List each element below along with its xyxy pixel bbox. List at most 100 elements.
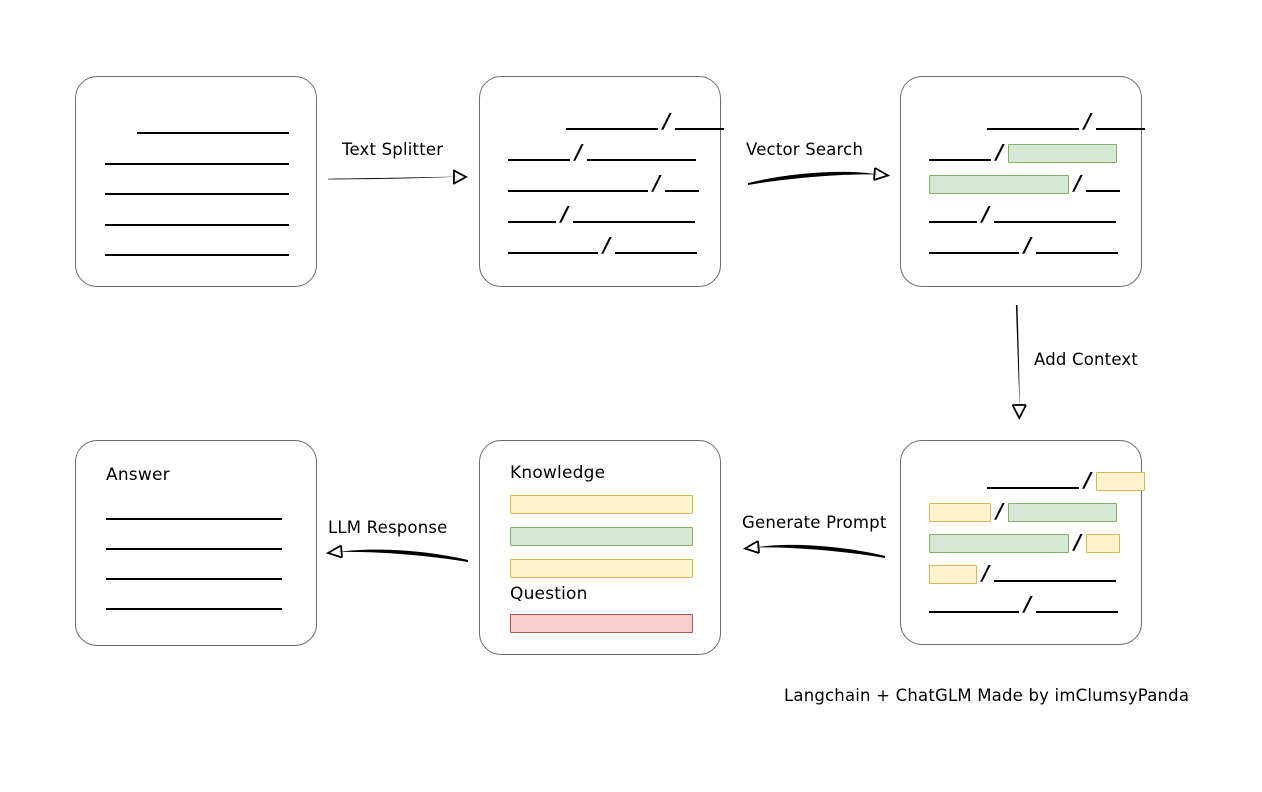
arrow-label-text-splitter: Text Splitter [342,140,444,159]
knowledge-bar-row [510,494,693,514]
line-segment [106,563,282,581]
segment-slash: / [1024,591,1032,616]
line-segment [508,206,556,224]
prompt-question-heading: Question [510,584,588,604]
doc-line: / [929,560,1117,585]
line-segment [994,565,1117,583]
doc-line [105,178,289,196]
segment-slash: / [982,201,990,226]
line-segment-highlight-yellow [929,502,991,522]
line-segment-highlight-green [1008,502,1118,522]
doc-line [106,593,282,611]
line-segment [1096,113,1146,131]
line-segment [105,178,289,196]
line-segment [573,206,696,224]
line-segment [105,239,289,257]
line-segment [508,175,648,193]
knowledge-bar-yellow [510,494,693,514]
line-segment [106,503,282,521]
knowledge-bar-green [510,526,693,546]
knowledge-bar-row [510,558,693,578]
knowledge-bar-yellow [510,558,693,578]
matched-chunks-box: / / / / / [900,76,1146,287]
line-segment [675,113,725,131]
line-segment [615,237,698,255]
line-segment [929,596,1019,614]
credit-text: Langchain + ChatGLM Made by imClumsyPand… [784,686,1190,705]
answer-box: Answer [75,440,317,646]
doc-line [105,209,289,227]
context-added-box: / / / / / [900,440,1146,645]
doc-line: / [929,591,1119,616]
doc-line [106,533,282,551]
segment-slash: / [575,139,583,164]
arrow-shaft-right-icon [748,167,891,185]
line-segment [929,144,991,162]
segment-slash: / [982,560,990,585]
arrow-text-splitter: Text Splitter [328,140,468,195]
arrow-shaft-left-icon [742,540,885,558]
line-segment [106,593,282,611]
line-segment [137,117,289,135]
line-segment [587,144,697,162]
line-segment [987,472,1079,490]
doc-line: / [929,170,1121,195]
source-document-box [75,76,317,287]
doc-line: / [929,108,1146,133]
line-segment-highlight-green [929,533,1069,553]
doc-line: / [929,529,1121,554]
prompt-box: Knowledge Question [479,440,721,655]
arrow-shaft-left-icon [325,544,468,562]
line-segment [105,209,289,227]
segment-slash: / [561,201,569,226]
doc-line: / [508,108,725,133]
doc-line: / [929,139,1118,164]
arrow-llm-response: LLM Response [322,518,470,573]
line-segment [508,237,598,255]
doc-line: / [929,232,1119,257]
arrow-label-add-context: Add Context [1034,350,1139,369]
line-segment [106,533,282,551]
line-segment [1086,175,1121,193]
line-segment-highlight-green [1008,143,1118,163]
segment-slash: / [1084,108,1092,133]
line-segment-highlight-yellow [1096,471,1146,491]
doc-line: / [508,232,698,257]
segment-slash: / [996,139,1004,164]
doc-line [106,503,282,521]
knowledge-bar-row [510,526,693,546]
segment-slash: / [603,232,611,257]
question-bar-row [510,613,693,633]
line-segment [665,175,700,193]
prompt-knowledge-heading: Knowledge [510,463,606,483]
arrow-label-vector-search: Vector Search [746,140,864,159]
doc-line: / [508,139,697,164]
line-segment-highlight-yellow [1086,533,1121,553]
segment-slash: / [1074,170,1082,195]
segment-slash: / [653,170,661,195]
split-chunks-box: / / / / / [479,76,725,287]
answer-heading: Answer [106,465,170,485]
line-segment [508,144,570,162]
line-segment-highlight-yellow [929,564,977,584]
arrow-label-generate-prompt: Generate Prompt [742,513,887,532]
arrow-add-context: Add Context [1000,305,1160,425]
line-segment [1036,237,1119,255]
arrow-shaft-down-icon [1011,305,1027,420]
segment-slash: / [1074,529,1082,554]
segment-slash: / [663,108,671,133]
doc-line: / [508,170,700,195]
doc-line: / [929,201,1117,226]
arrow-vector-search: Vector Search [746,140,891,195]
arrow-label-llm-response: LLM Response [328,518,448,537]
segment-slash: / [996,498,1004,523]
line-segment [929,237,1019,255]
doc-line: / [508,201,696,226]
doc-line: / [929,498,1118,523]
doc-line [105,239,289,257]
segment-slash: / [1024,232,1032,257]
arrow-shaft-right-icon [328,169,468,185]
doc-line [105,148,289,166]
line-segment [105,148,289,166]
